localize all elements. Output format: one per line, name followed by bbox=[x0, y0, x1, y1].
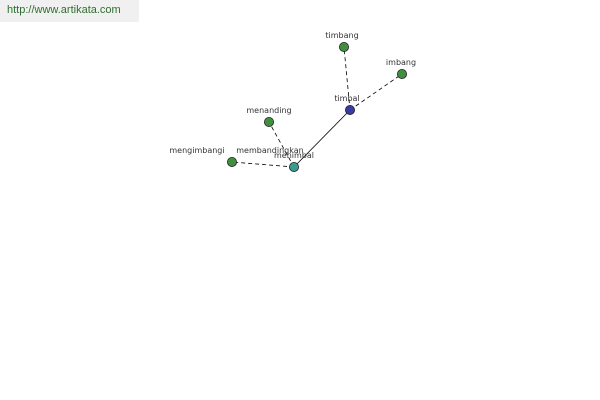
node-label-menimbal[interactable]: menimbal bbox=[274, 151, 314, 160]
node-timbang[interactable] bbox=[338, 42, 349, 53]
node-label-imbang[interactable]: imbang bbox=[386, 58, 416, 67]
node-label-mengimbangi[interactable]: mengimbangi bbox=[169, 146, 224, 155]
graph-nodes bbox=[226, 42, 407, 172]
site-url[interactable]: http://www.artikata.com bbox=[7, 4, 121, 16]
node-menimbal[interactable] bbox=[288, 161, 299, 172]
graph-labels: timbal menimbal timbang imbang menanding meng… bbox=[169, 31, 416, 160]
edge-timbal-timbang bbox=[343, 46, 351, 111]
graph-edges bbox=[231, 46, 403, 168]
node-imbang[interactable] bbox=[396, 69, 407, 80]
node-label-timbang[interactable]: timbang bbox=[325, 31, 358, 40]
edge-menimbal-menanding bbox=[268, 121, 295, 168]
node-label-timbal[interactable]: timbal bbox=[334, 94, 359, 103]
node-label-menanding[interactable]: menanding bbox=[246, 106, 291, 115]
node-timbal[interactable] bbox=[344, 105, 355, 116]
node-menanding[interactable] bbox=[263, 117, 274, 128]
edge-menimbal-mengimbangi bbox=[231, 161, 295, 168]
edge-timbal-menimbal bbox=[293, 109, 351, 168]
node-label-membandingkan[interactable]: membandingkan bbox=[236, 146, 303, 155]
edge-timbal-imbang bbox=[349, 73, 403, 111]
url-banner: http://www.artikata.com bbox=[0, 0, 139, 22]
node-mengimbangi[interactable] bbox=[226, 156, 237, 167]
